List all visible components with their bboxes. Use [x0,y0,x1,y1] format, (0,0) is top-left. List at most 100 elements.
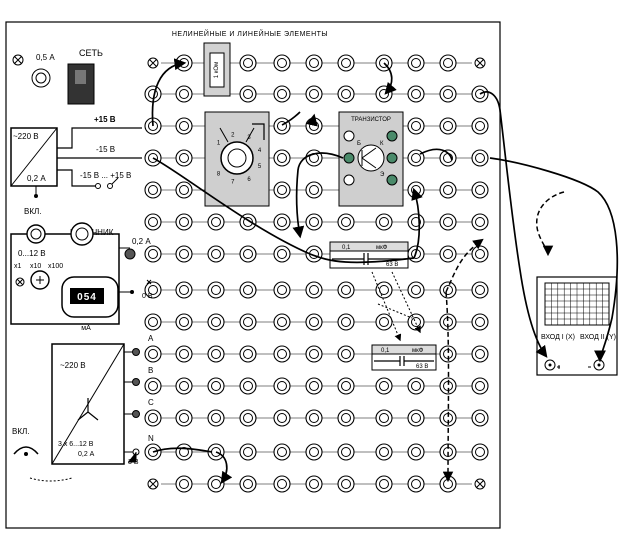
board-socket[interactable] [375,313,393,331]
board-socket[interactable] [375,409,393,427]
board-socket[interactable] [144,281,162,299]
board-socket[interactable] [337,281,355,299]
board-socket[interactable] [273,117,291,135]
board-socket[interactable] [175,443,193,461]
board-socket[interactable] [144,181,162,199]
ground-terminal[interactable] [474,57,486,69]
board-socket[interactable] [144,213,162,231]
board-socket[interactable] [471,377,489,395]
board-socket[interactable] [175,377,193,395]
board-socket[interactable] [175,281,193,299]
board-socket[interactable] [439,54,457,72]
board-socket[interactable] [305,117,323,135]
board-socket[interactable] [439,281,457,299]
board-socket[interactable] [207,345,225,363]
source-knob-right[interactable] [70,222,94,246]
board-socket[interactable] [273,443,291,461]
board-socket[interactable] [207,313,225,331]
board-socket[interactable] [439,213,457,231]
board-socket[interactable] [305,85,323,103]
board-socket[interactable] [273,475,291,493]
board-socket[interactable] [239,345,257,363]
board-socket[interactable] [439,377,457,395]
board-socket[interactable] [471,443,489,461]
ground-terminal[interactable] [147,57,159,69]
board-socket[interactable] [144,409,162,427]
board-socket[interactable] [375,475,393,493]
board-socket[interactable] [144,377,162,395]
board-socket[interactable] [239,409,257,427]
board-socket[interactable] [407,377,425,395]
board-socket[interactable] [337,213,355,231]
board-socket[interactable] [439,117,457,135]
board-socket[interactable] [239,475,257,493]
board-socket[interactable] [175,149,193,167]
board-socket[interactable] [239,54,257,72]
board-socket[interactable] [175,345,193,363]
board-socket[interactable] [407,54,425,72]
range-selector-knob[interactable] [30,270,50,290]
board-socket[interactable] [175,313,193,331]
ground-terminal[interactable] [147,478,159,490]
board-socket[interactable] [471,213,489,231]
board-socket[interactable] [471,245,489,263]
scope-input-y-jack[interactable] [593,359,605,371]
board-socket[interactable] [407,443,425,461]
board-socket[interactable] [175,409,193,427]
board-socket[interactable] [471,117,489,135]
board-socket[interactable] [305,409,323,427]
board-socket[interactable] [471,409,489,427]
board-socket[interactable] [407,281,425,299]
board-socket[interactable] [144,313,162,331]
board-socket[interactable] [273,377,291,395]
board-socket[interactable] [407,85,425,103]
board-socket[interactable] [471,281,489,299]
board-socket[interactable] [305,281,323,299]
board-socket[interactable] [273,245,291,263]
board-socket[interactable] [239,313,257,331]
board-socket[interactable] [439,85,457,103]
board-socket[interactable] [471,313,489,331]
board-socket[interactable] [407,213,425,231]
board-socket[interactable] [337,345,355,363]
board-socket[interactable] [337,475,355,493]
board-socket[interactable] [305,313,323,331]
board-socket[interactable] [439,181,457,199]
board-socket[interactable] [239,281,257,299]
board-socket[interactable] [175,85,193,103]
board-socket[interactable] [273,409,291,427]
board-socket[interactable] [337,443,355,461]
board-socket[interactable] [407,117,425,135]
board-socket[interactable] [471,181,489,199]
board-socket[interactable] [273,313,291,331]
board-socket[interactable] [337,85,355,103]
board-socket[interactable] [207,213,225,231]
board-socket[interactable] [407,313,425,331]
board-socket[interactable] [471,149,489,167]
board-socket[interactable] [144,345,162,363]
network-switch[interactable]: СЕТЬ [67,48,103,105]
board-socket[interactable] [407,475,425,493]
board-socket[interactable] [305,377,323,395]
board-socket[interactable] [273,181,291,199]
board-socket[interactable] [337,409,355,427]
board-socket[interactable] [305,54,323,72]
board-socket[interactable] [305,181,323,199]
board-socket[interactable] [305,475,323,493]
board-socket[interactable] [207,281,225,299]
board-socket[interactable] [175,117,193,135]
board-socket[interactable] [273,85,291,103]
board-socket[interactable] [375,281,393,299]
board-socket[interactable] [439,313,457,331]
board-socket[interactable] [207,475,225,493]
board-socket[interactable] [375,213,393,231]
board-socket[interactable] [305,443,323,461]
board-socket[interactable] [273,54,291,72]
board-socket[interactable] [207,377,225,395]
board-socket[interactable] [144,245,162,263]
board-socket[interactable] [337,54,355,72]
board-socket[interactable] [375,377,393,395]
board-socket[interactable] [239,245,257,263]
board-socket[interactable] [175,475,193,493]
board-socket[interactable] [273,213,291,231]
